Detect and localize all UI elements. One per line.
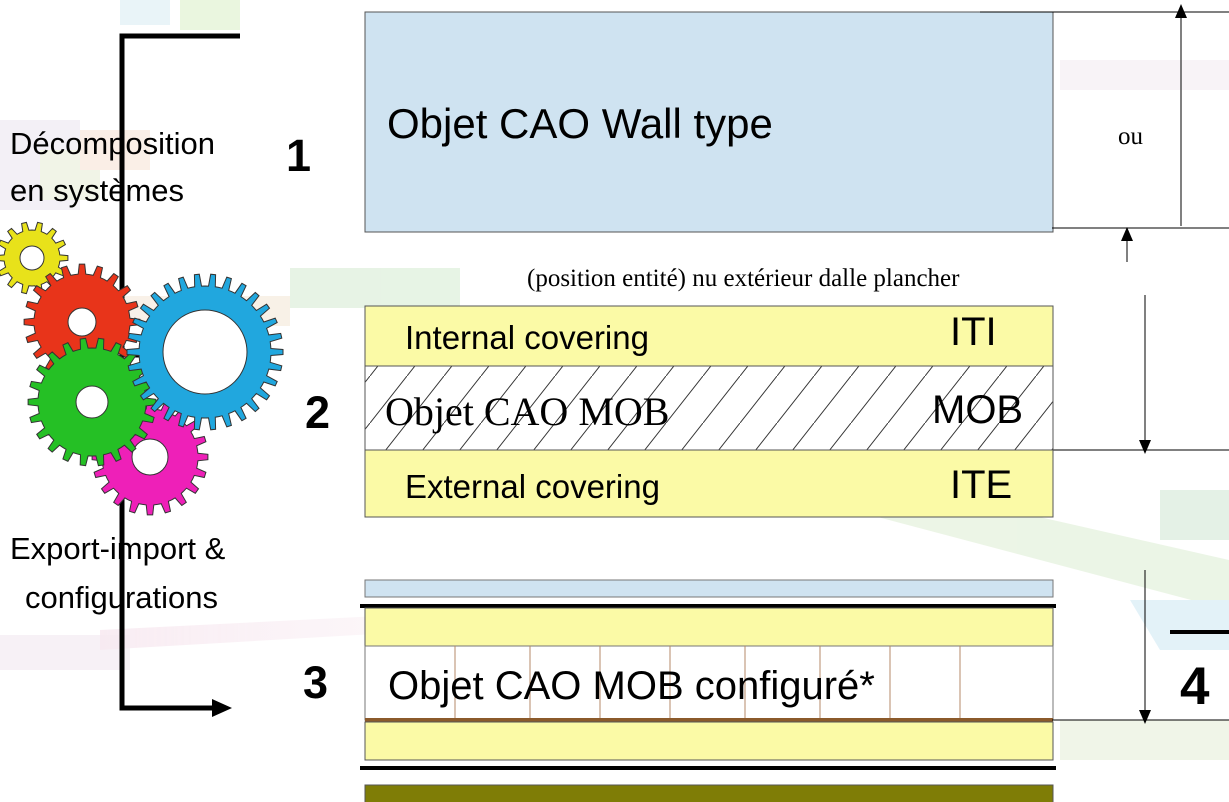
position-note: (position entité) nu extérieur dalle pla… — [527, 265, 960, 292]
blue-gear — [126, 273, 284, 431]
configured-top-strip — [364, 579, 1054, 598]
step-number-1: 1 — [286, 130, 312, 181]
step-number-4: 4 — [1180, 657, 1210, 716]
step-number-3: 3 — [303, 657, 329, 708]
export-label-line1: Export-import & — [10, 531, 226, 566]
configured-upper-covering — [364, 607, 1054, 647]
decomposition-label-line2: en systèmes — [10, 173, 185, 208]
mob-layer-hatch — [364, 365, 1054, 451]
decomposition-label-line1: Décomposition — [10, 126, 216, 161]
ite-code: ITE — [950, 463, 1013, 507]
gears-illustration — [0, 221, 284, 516]
internal-covering-label: Internal covering — [405, 319, 649, 356]
configured-lower-covering — [364, 721, 1054, 761]
layers-arrow-head — [1139, 440, 1151, 454]
gears-icon — [0, 221, 284, 516]
wall-type-label: Objet CAO Wall type — [387, 100, 773, 147]
external-covering-layer — [364, 449, 1054, 518]
position-arrow-head — [1121, 227, 1133, 241]
internal-covering-layer — [364, 305, 1054, 367]
configured-base-strip — [364, 784, 1054, 802]
mob-object-label: Objet CAO MOB — [385, 389, 670, 434]
mob-code: MOB — [932, 388, 1024, 432]
export-label-line2: configurations — [25, 580, 219, 615]
ou-arrow-head — [1175, 4, 1187, 18]
configured-studs — [454, 646, 961, 720]
configured-object-label: Objet CAO MOB configuré* — [388, 664, 875, 708]
external-covering-label: External covering — [405, 468, 660, 505]
green-gear — [27, 337, 157, 467]
configured-mob-band — [364, 645, 1054, 721]
iti-code: ITI — [950, 310, 997, 354]
step-number-2: 2 — [305, 387, 331, 438]
ou-label: ou — [1118, 123, 1143, 150]
configured-arrow-head — [1139, 710, 1151, 724]
wall-type-box — [364, 11, 1054, 233]
